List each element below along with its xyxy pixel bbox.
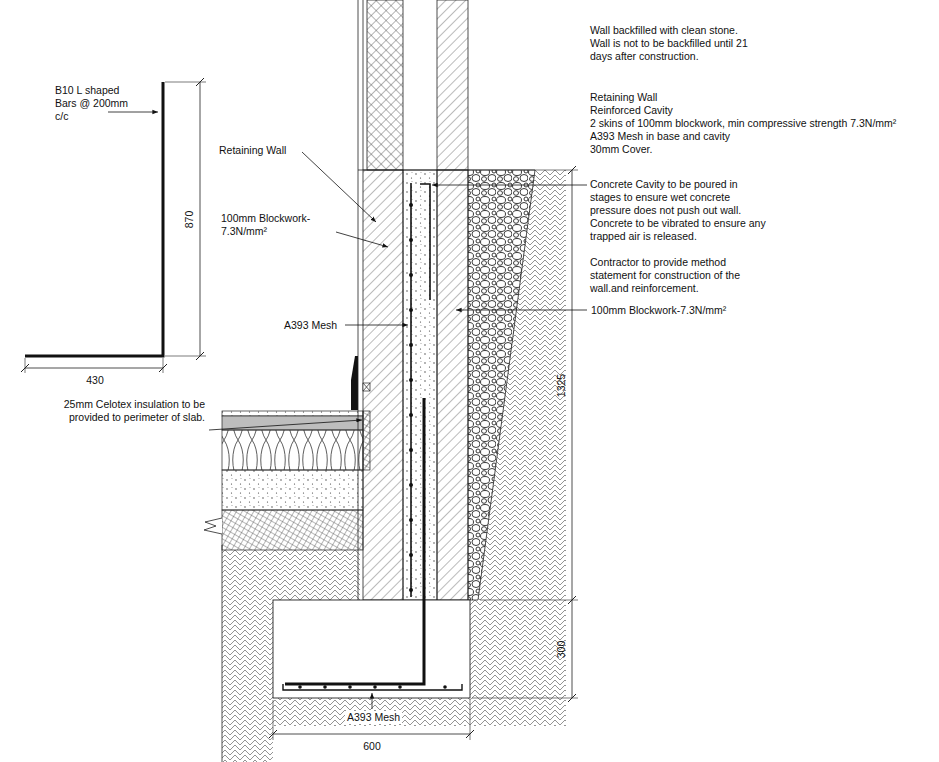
part-label: A393 Mesh [284,319,337,332]
part-label: 25mm Celotex insulation to be provided t… [33,398,205,424]
part-label: Retaining Wall [219,144,286,157]
dimension: 600 [363,740,381,753]
part-label: A393 Mesh [345,711,402,724]
note: 2 skins of 100mm blockwork, min compress… [590,117,896,130]
note: Contractor to provide method statement f… [590,256,770,295]
note: 30mm Cover. [590,143,652,156]
dimension: 300 [556,640,569,658]
part-label: 100mm Blockwork-7.3N/mm² [221,212,339,238]
note: Concrete Cavity to be poured in stages t… [590,178,770,243]
note: A393 Mesh in base and cavity [590,130,730,143]
part-label: 100mm Blockwork-7.3N/mm² [591,304,741,317]
bar-note: B10 L shaped Bars @ 200mm c/c [55,84,137,123]
dimension: 870 [184,210,197,228]
note: Reinforced Cavity [590,104,673,117]
dimension: 1325 [555,373,568,396]
note: Retaining Wall [590,91,657,104]
note: Wall backfilled with clean stone. Wall i… [590,24,752,63]
dimension: 430 [86,374,104,387]
